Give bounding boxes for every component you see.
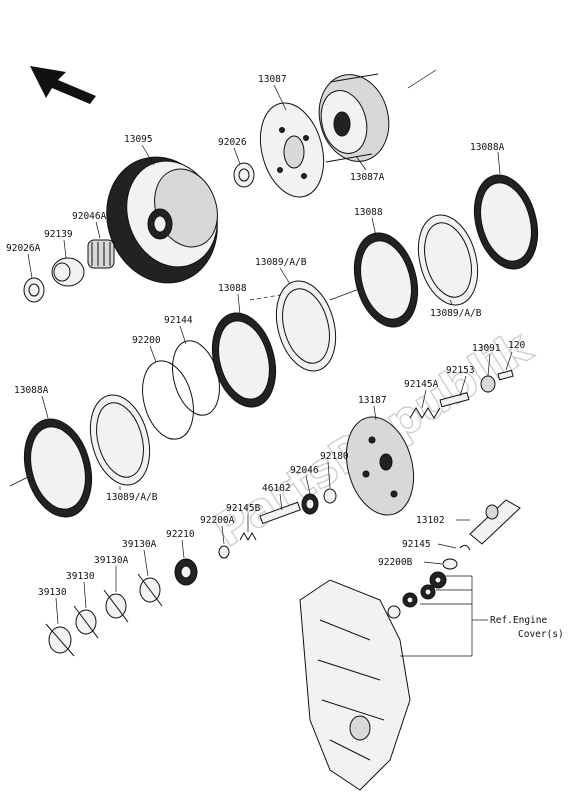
label-92026A: 92026A: [6, 243, 41, 254]
push-rod: [259, 501, 301, 525]
label-92145: 92145: [402, 539, 431, 550]
label-13187: 13187: [358, 395, 387, 406]
steel-plate-mid: [275, 280, 337, 372]
steel-plate-low: [89, 394, 151, 486]
ref-bracket: [400, 575, 488, 657]
label-92026: 92026: [218, 137, 247, 148]
needle-bearing: [87, 239, 115, 269]
spider-39130A-b: [103, 589, 129, 623]
label-92153: 92153: [446, 365, 475, 376]
label-46102: 46102: [262, 483, 291, 494]
leader-lines: [27, 84, 513, 625]
friction-plate-13088A-left: [23, 418, 93, 518]
label-92200A: 92200A: [200, 515, 235, 526]
label-92144: 92144: [164, 315, 193, 326]
friction-plate-13088A-top: [473, 174, 539, 270]
label-92200B: 92200B: [378, 557, 413, 568]
label-120: 120: [508, 340, 525, 351]
label-92145B: 92145B: [226, 503, 261, 514]
label-39130-b: 39130: [38, 587, 67, 598]
bolt-92153: [439, 392, 470, 408]
spring-92145: [459, 544, 471, 551]
label-13087A: 13087A: [350, 172, 385, 183]
label-39130A-b: 39130A: [94, 555, 129, 566]
spider-39130-b: [45, 623, 75, 657]
release-lever: [469, 499, 521, 545]
washer-92200B: [442, 558, 458, 570]
bolt-120: [497, 369, 514, 381]
engine-cover: [299, 579, 411, 791]
label-ref-engine: Ref.Engine: [490, 615, 547, 626]
label-13088A-left: 13088A: [14, 385, 49, 396]
label-39130A-a: 39130A: [122, 539, 157, 550]
spider-39130-a: [73, 605, 99, 639]
label-92200: 92200: [132, 335, 161, 346]
direction-arrow-icon: [30, 66, 96, 104]
label-13089-right: 13089/A/B: [430, 308, 482, 319]
label-92180: 92180: [320, 451, 349, 462]
label-13087: 13087: [258, 74, 287, 85]
label-13102: 13102: [416, 515, 445, 526]
label-13088-left: 13088: [218, 283, 247, 294]
washer-92180: [323, 488, 337, 504]
sleeve-92139: [51, 257, 85, 287]
spider-39130A-a: [137, 573, 163, 607]
wire-ring-92144: [172, 340, 220, 416]
cover-bearing-a: [429, 571, 447, 589]
collar-92026: [233, 162, 255, 188]
holder-13091: [480, 375, 496, 393]
clutch-housing: [106, 156, 218, 284]
label-13095: 13095: [124, 134, 153, 145]
label-39130-a: 39130: [66, 571, 95, 582]
cover-bearing-b: [420, 584, 436, 600]
bearing-92210: [174, 558, 198, 586]
collar-92026A: [23, 277, 45, 303]
label-92145A: 92145A: [404, 379, 439, 390]
label-92139: 92139: [44, 229, 73, 240]
label-92210: 92210: [166, 529, 195, 540]
label-13091: 13091: [472, 343, 501, 354]
clutch-hub: [318, 73, 390, 163]
label-ref-cover: Cover(s): [518, 629, 564, 640]
label-13088-mid: 13088: [354, 207, 383, 218]
label-92046A: 92046A: [72, 211, 107, 222]
label-13089-mid: 13089/A/B: [255, 257, 307, 268]
label-13088A-top: 13088A: [470, 142, 505, 153]
cover-bearing-c: [402, 592, 418, 608]
cover-seal: [387, 605, 401, 619]
friction-plate-13088-left: [211, 312, 277, 408]
spring-ring-92200: [142, 360, 194, 440]
washer-92200A: [218, 545, 230, 559]
release-plate: [345, 416, 415, 516]
spring-92145A: [409, 407, 441, 419]
friction-plate-13088-mid: [353, 232, 419, 328]
label-13089-low: 13089/A/B: [106, 492, 158, 503]
steel-plate-right: [417, 214, 479, 306]
pressure-plate: [259, 102, 325, 198]
label-92046: 92046: [290, 465, 319, 476]
spring-92145B: [239, 531, 257, 542]
bearing-92046: [301, 493, 319, 515]
